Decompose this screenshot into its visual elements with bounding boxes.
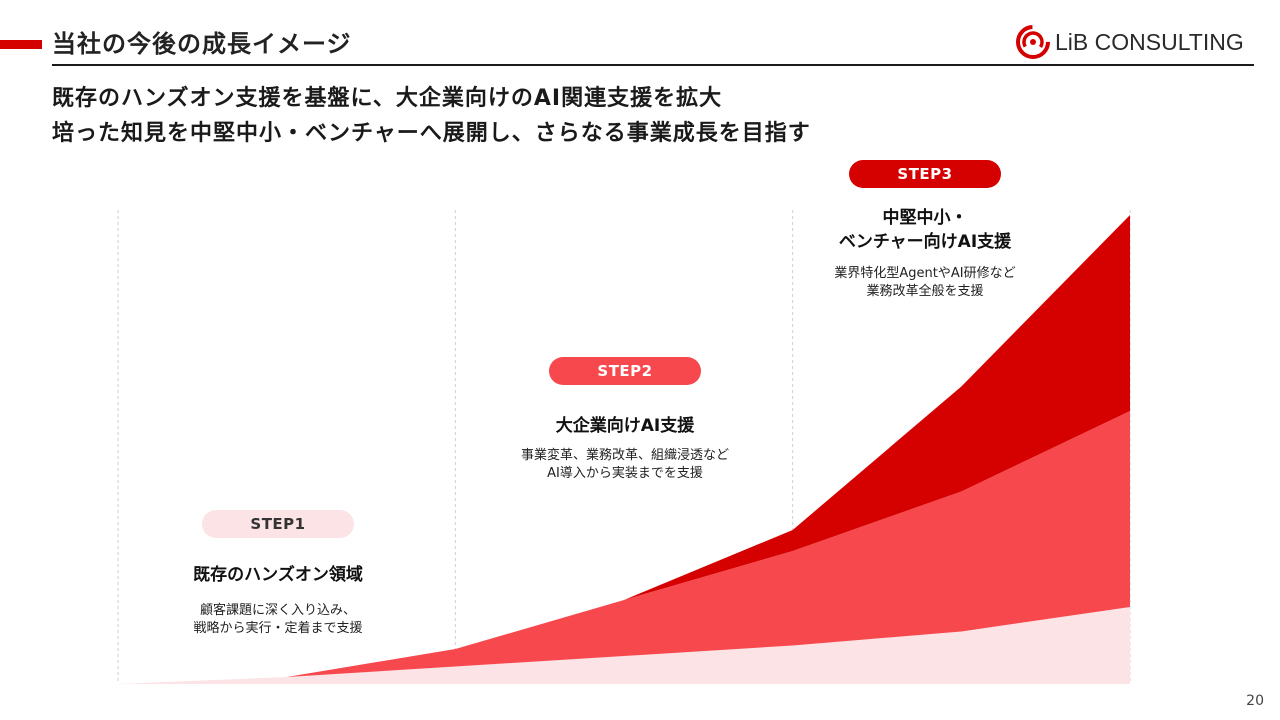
page-title: 当社の今後の成長イメージ xyxy=(52,30,352,58)
chart-areas xyxy=(118,215,1130,684)
step3-title: 中堅中小・ ベンチャー向けAI支援 xyxy=(805,206,1045,254)
area-series-3 xyxy=(118,215,1130,684)
step3-title-line-1: 中堅中小・ xyxy=(882,208,968,228)
logo-swirl-icon xyxy=(1016,25,1050,59)
step1-description: 顧客課題に深く入り込み、 戦略から実行・定着まで支援 xyxy=(158,602,398,638)
area-series-1 xyxy=(118,607,1130,684)
step2-title: 大企業向けAI支援 xyxy=(555,416,695,436)
subtitle-line-2: 培った知見を中堅中小・ベンチャーへ展開し、さらなる事業成長を目指す xyxy=(52,121,811,146)
step3-description: 業界特化型AgentやAI研修など 業務改革全般を支援 xyxy=(795,265,1055,301)
area-series-2 xyxy=(118,411,1130,684)
step1-title: 既存のハンズオン領域 xyxy=(193,565,363,585)
step3-badge: STEP3 xyxy=(849,160,1001,188)
title-divider xyxy=(52,64,1254,66)
step3-title-line-2: ベンチャー向けAI支援 xyxy=(838,232,1012,252)
company-logo: LiB CONSULTING xyxy=(1015,24,1255,60)
step2-badge: STEP2 xyxy=(549,357,701,385)
step1-badge: STEP1 xyxy=(202,510,354,538)
step3-description-line-2: 業務改革全般を支援 xyxy=(866,284,984,299)
step2-description-line-1: 事業変革、業務改革、組織浸透など xyxy=(520,448,729,463)
logo-text: LiB CONSULTING xyxy=(1055,28,1244,55)
title-accent-bar xyxy=(0,40,42,49)
page-number: 20 xyxy=(1246,693,1264,709)
step1-description-line-2: 戦略から実行・定着まで支援 xyxy=(193,621,363,636)
step2-description-line-2: AI導入から実装までを支援 xyxy=(547,466,703,481)
step1-description-line-1: 顧客課題に深く入り込み、 xyxy=(199,603,356,618)
step3-description-line-1: 業界特化型AgentやAI研修など xyxy=(834,266,1016,281)
step2-description: 事業変革、業務改革、組織浸透など AI導入から実装までを支援 xyxy=(495,447,755,483)
subtitle-line-1: 既存のハンズオン支援を基盤に、大企業向けのAI関連支援を拡大 xyxy=(52,86,723,111)
